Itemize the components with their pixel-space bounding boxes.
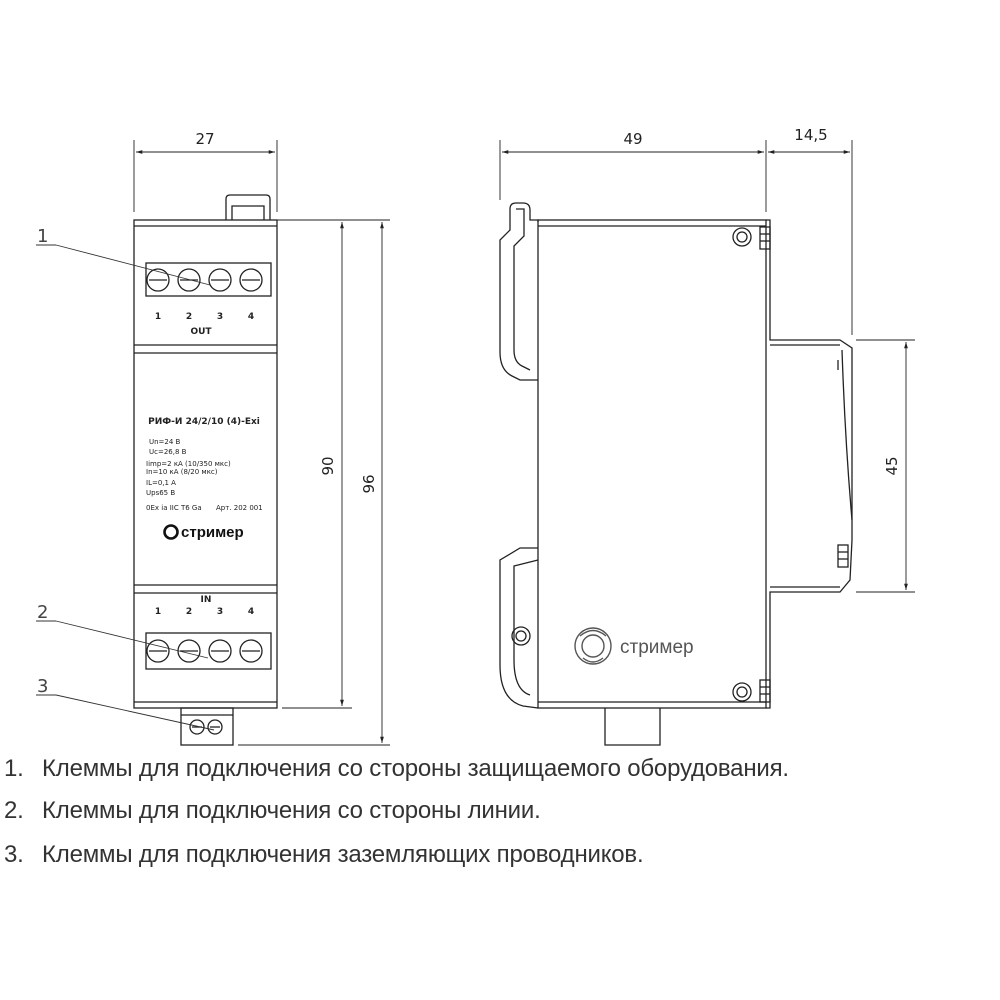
front-dimensions (133, 140, 390, 746)
side-body-outline (537, 219, 767, 709)
spec-line: Ups65 В (146, 489, 175, 497)
terminal-screw (177, 268, 201, 292)
terminal-screw (239, 639, 263, 663)
legend-number: 3. (4, 841, 24, 868)
spec-line: Iimp=2 кА (10/350 мкс) (146, 460, 231, 468)
in-terminal-numbers: 1 2 3 4 (155, 607, 254, 617)
brand-name-side: стример (620, 637, 694, 658)
ex-marking: 0Ex ia IIC T6 Ga (146, 504, 202, 512)
terminal-number: 2 (186, 312, 192, 322)
dim-width-side: 49 (623, 130, 642, 148)
terminal-screws (146, 268, 263, 663)
legend-number: 1. (4, 755, 24, 782)
device-label: 1 2 3 4 OUT РИФ-И 24/2/10 (4)-Exi Un=24 В Uc… (146, 312, 263, 617)
spec-line: IL=0,1 А (146, 479, 176, 487)
model-name: РИФ-И 24/2/10 (4)-Exi (148, 417, 260, 427)
side-dimensions (499, 140, 915, 593)
front-view (133, 194, 278, 746)
terminal-number: 4 (248, 607, 254, 617)
callout-3: 3 (37, 676, 48, 697)
legend-item-1: 1. Клеммы для подключения со стороны защи… (4, 755, 789, 783)
terminal-screw (208, 639, 232, 663)
spec-line: In=10 кА (8/20 мкс) (146, 468, 218, 476)
out-terminal-numbers: 1 2 3 4 (155, 312, 254, 322)
terminal-block-out (145, 262, 272, 297)
spec-lines: Un=24 В Uc=26,8 В Iimp=2 кА (10/350 мкс)In… (146, 438, 231, 497)
brand-logo-side (574, 627, 612, 665)
technical-drawing: 1 2 3 4 OUT РИФ-И 24/2/10 (4)-Exi Un=24 В Uc… (36, 126, 915, 746)
legend-text: Клеммы для подключения со стороны линии. (42, 797, 541, 824)
spec-line: Un=24 В (149, 438, 181, 446)
spec-line: Uc=26,8 В (149, 448, 187, 456)
terminal-screw (146, 268, 170, 292)
terminal-number: 3 (217, 607, 223, 617)
terminal-screw (208, 268, 232, 292)
in-label: IN (201, 595, 212, 605)
legend-item-2: 2. Клеммы для подключения со стороны лини… (4, 797, 541, 825)
side-view (499, 202, 853, 746)
callouts (36, 244, 215, 731)
ground-terminal (180, 707, 234, 746)
legend-text: Клеммы для подключения заземляющих прово… (42, 841, 644, 868)
brand-name-front: стример (181, 524, 244, 541)
legend-number: 2. (4, 797, 24, 824)
dim-height-total: 96 (360, 474, 378, 493)
terminal-screw (146, 639, 170, 663)
callout-2: 2 (37, 602, 48, 623)
terminal-number: 1 (155, 607, 161, 617)
terminal-number: 1 (155, 312, 161, 322)
dim-depth-extra: 14,5 (794, 126, 827, 144)
terminal-number: 2 (186, 607, 192, 617)
brand-logo-front: стример (163, 524, 244, 541)
dim-height-body: 90 (319, 456, 337, 475)
terminal-number: 3 (217, 312, 223, 322)
terminal-screw (239, 268, 263, 292)
terminal-number: 4 (248, 312, 254, 322)
dim-rail-height: 45 (883, 456, 901, 475)
legend-text: Клеммы для подключения со стороны защища… (42, 755, 789, 782)
terminal-block-in (145, 632, 272, 670)
dim-width-front: 27 (195, 130, 214, 148)
callout-1: 1 (37, 226, 48, 247)
article-number: Арт. 202 001 (216, 504, 263, 512)
legend-item-3: 3. Клеммы для подключения заземляющих про… (4, 841, 644, 869)
out-label: OUT (190, 327, 212, 337)
